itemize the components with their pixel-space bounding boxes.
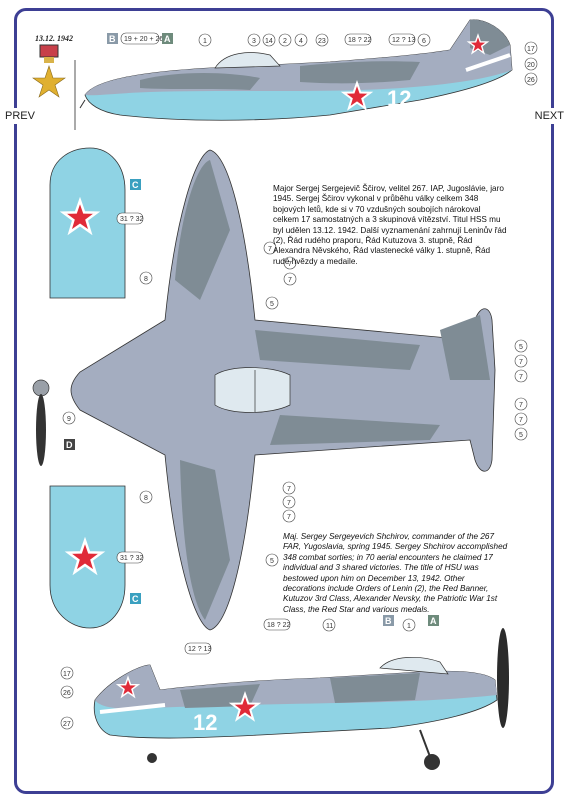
next-link[interactable]: NEXT <box>531 108 567 124</box>
side-view-bottom: 12 <box>93 628 509 770</box>
callout-7-i: 7 <box>287 500 291 507</box>
wing-detail-lower: 8 31 ? 32 C <box>49 485 153 629</box>
stencil-a-label: 19 + 20 + 26 <box>124 36 163 43</box>
box-a-bottom: A <box>430 616 437 626</box>
callout-7-j: 7 <box>287 514 291 521</box>
callout-7-a: 7 <box>268 246 272 253</box>
callout-3: 3 <box>252 38 256 45</box>
callout-4: 4 <box>299 38 303 45</box>
box-d: D <box>66 440 73 450</box>
stencil-c-bottom: 12 ? 13 <box>188 646 211 653</box>
callout-26-top: 26 <box>527 77 535 84</box>
callout-17-bottom: 17 <box>63 671 71 678</box>
callout-1: 1 <box>203 38 207 45</box>
medal-date: 13.12. 1942 <box>35 34 73 43</box>
tactical-number-top: 12 <box>387 86 411 111</box>
callout-5-d: 5 <box>270 558 274 565</box>
callout-2: 2 <box>283 38 287 45</box>
callout-1-bottom: 1 <box>407 623 411 630</box>
callout-17-top: 17 <box>527 46 535 53</box>
callout-8-lower: 8 <box>144 495 148 502</box>
bottom-callouts: 18 ? 22 11 B 1 A 12 ? 13 17 26 27 <box>60 615 439 730</box>
callout-23: 23 <box>318 38 326 45</box>
prev-link[interactable]: PREV <box>2 108 38 124</box>
callout-7-e: 7 <box>519 374 523 381</box>
callout-26-bottom: 26 <box>63 690 71 697</box>
box-b-top: B <box>109 34 116 44</box>
caption-czech: Major Sergej Sergejevič Ščirov, velitel … <box>273 184 507 266</box>
hero-medal <box>32 44 66 98</box>
box-a-top: A <box>164 34 171 44</box>
box-c-upper: C <box>132 180 139 190</box>
callout-20: 20 <box>527 62 535 69</box>
wing-detail-upper: C 31 ? 32 8 <box>49 147 153 299</box>
stencil-d-upper: 31 ? 32 <box>120 216 143 223</box>
callout-6: 6 <box>422 38 426 45</box>
box-c-lower: C <box>132 594 139 604</box>
callout-5-a: 5 <box>270 301 274 308</box>
callout-7-g: 7 <box>519 417 523 424</box>
stencil-b-bottom: 18 ? 22 <box>267 622 290 629</box>
callout-5-b: 5 <box>519 344 523 351</box>
callout-7-d: 7 <box>519 359 523 366</box>
callout-27: 27 <box>63 721 71 728</box>
callout-7-h: 7 <box>287 486 291 493</box>
tactical-number-bottom: 12 <box>193 710 217 735</box>
callout-8-upper: 8 <box>144 276 148 283</box>
callout-9: 9 <box>67 416 71 423</box>
propeller-detail: 9 D <box>32 379 76 466</box>
stencil-b-top: 18 ? 22 <box>348 37 371 44</box>
callout-5-c: 5 <box>519 432 523 439</box>
callout-7-f: 7 <box>519 402 523 409</box>
callout-7-c: 7 <box>288 277 292 284</box>
callout-7-b: 7 <box>288 261 292 268</box>
callout-14: 14 <box>265 38 273 45</box>
top-callouts: B 19 + 20 + 26 A 1 3 14 2 4 23 18 ? 22 1… <box>107 32 538 86</box>
plan-view: 7 7 7 5 5 7 7 7 7 5 7 7 7 5 <box>70 149 528 631</box>
box-b-bottom: B <box>385 616 392 626</box>
callout-11: 11 <box>326 623 333 630</box>
side-view-top: 12 <box>74 19 513 130</box>
stencil-d-lower: 31 ? 32 <box>120 555 143 562</box>
stencil-c-top: 12 ? 13 <box>392 37 415 44</box>
caption-english: Maj. Sergey Sergeyevich Shchirov, comman… <box>283 532 508 614</box>
